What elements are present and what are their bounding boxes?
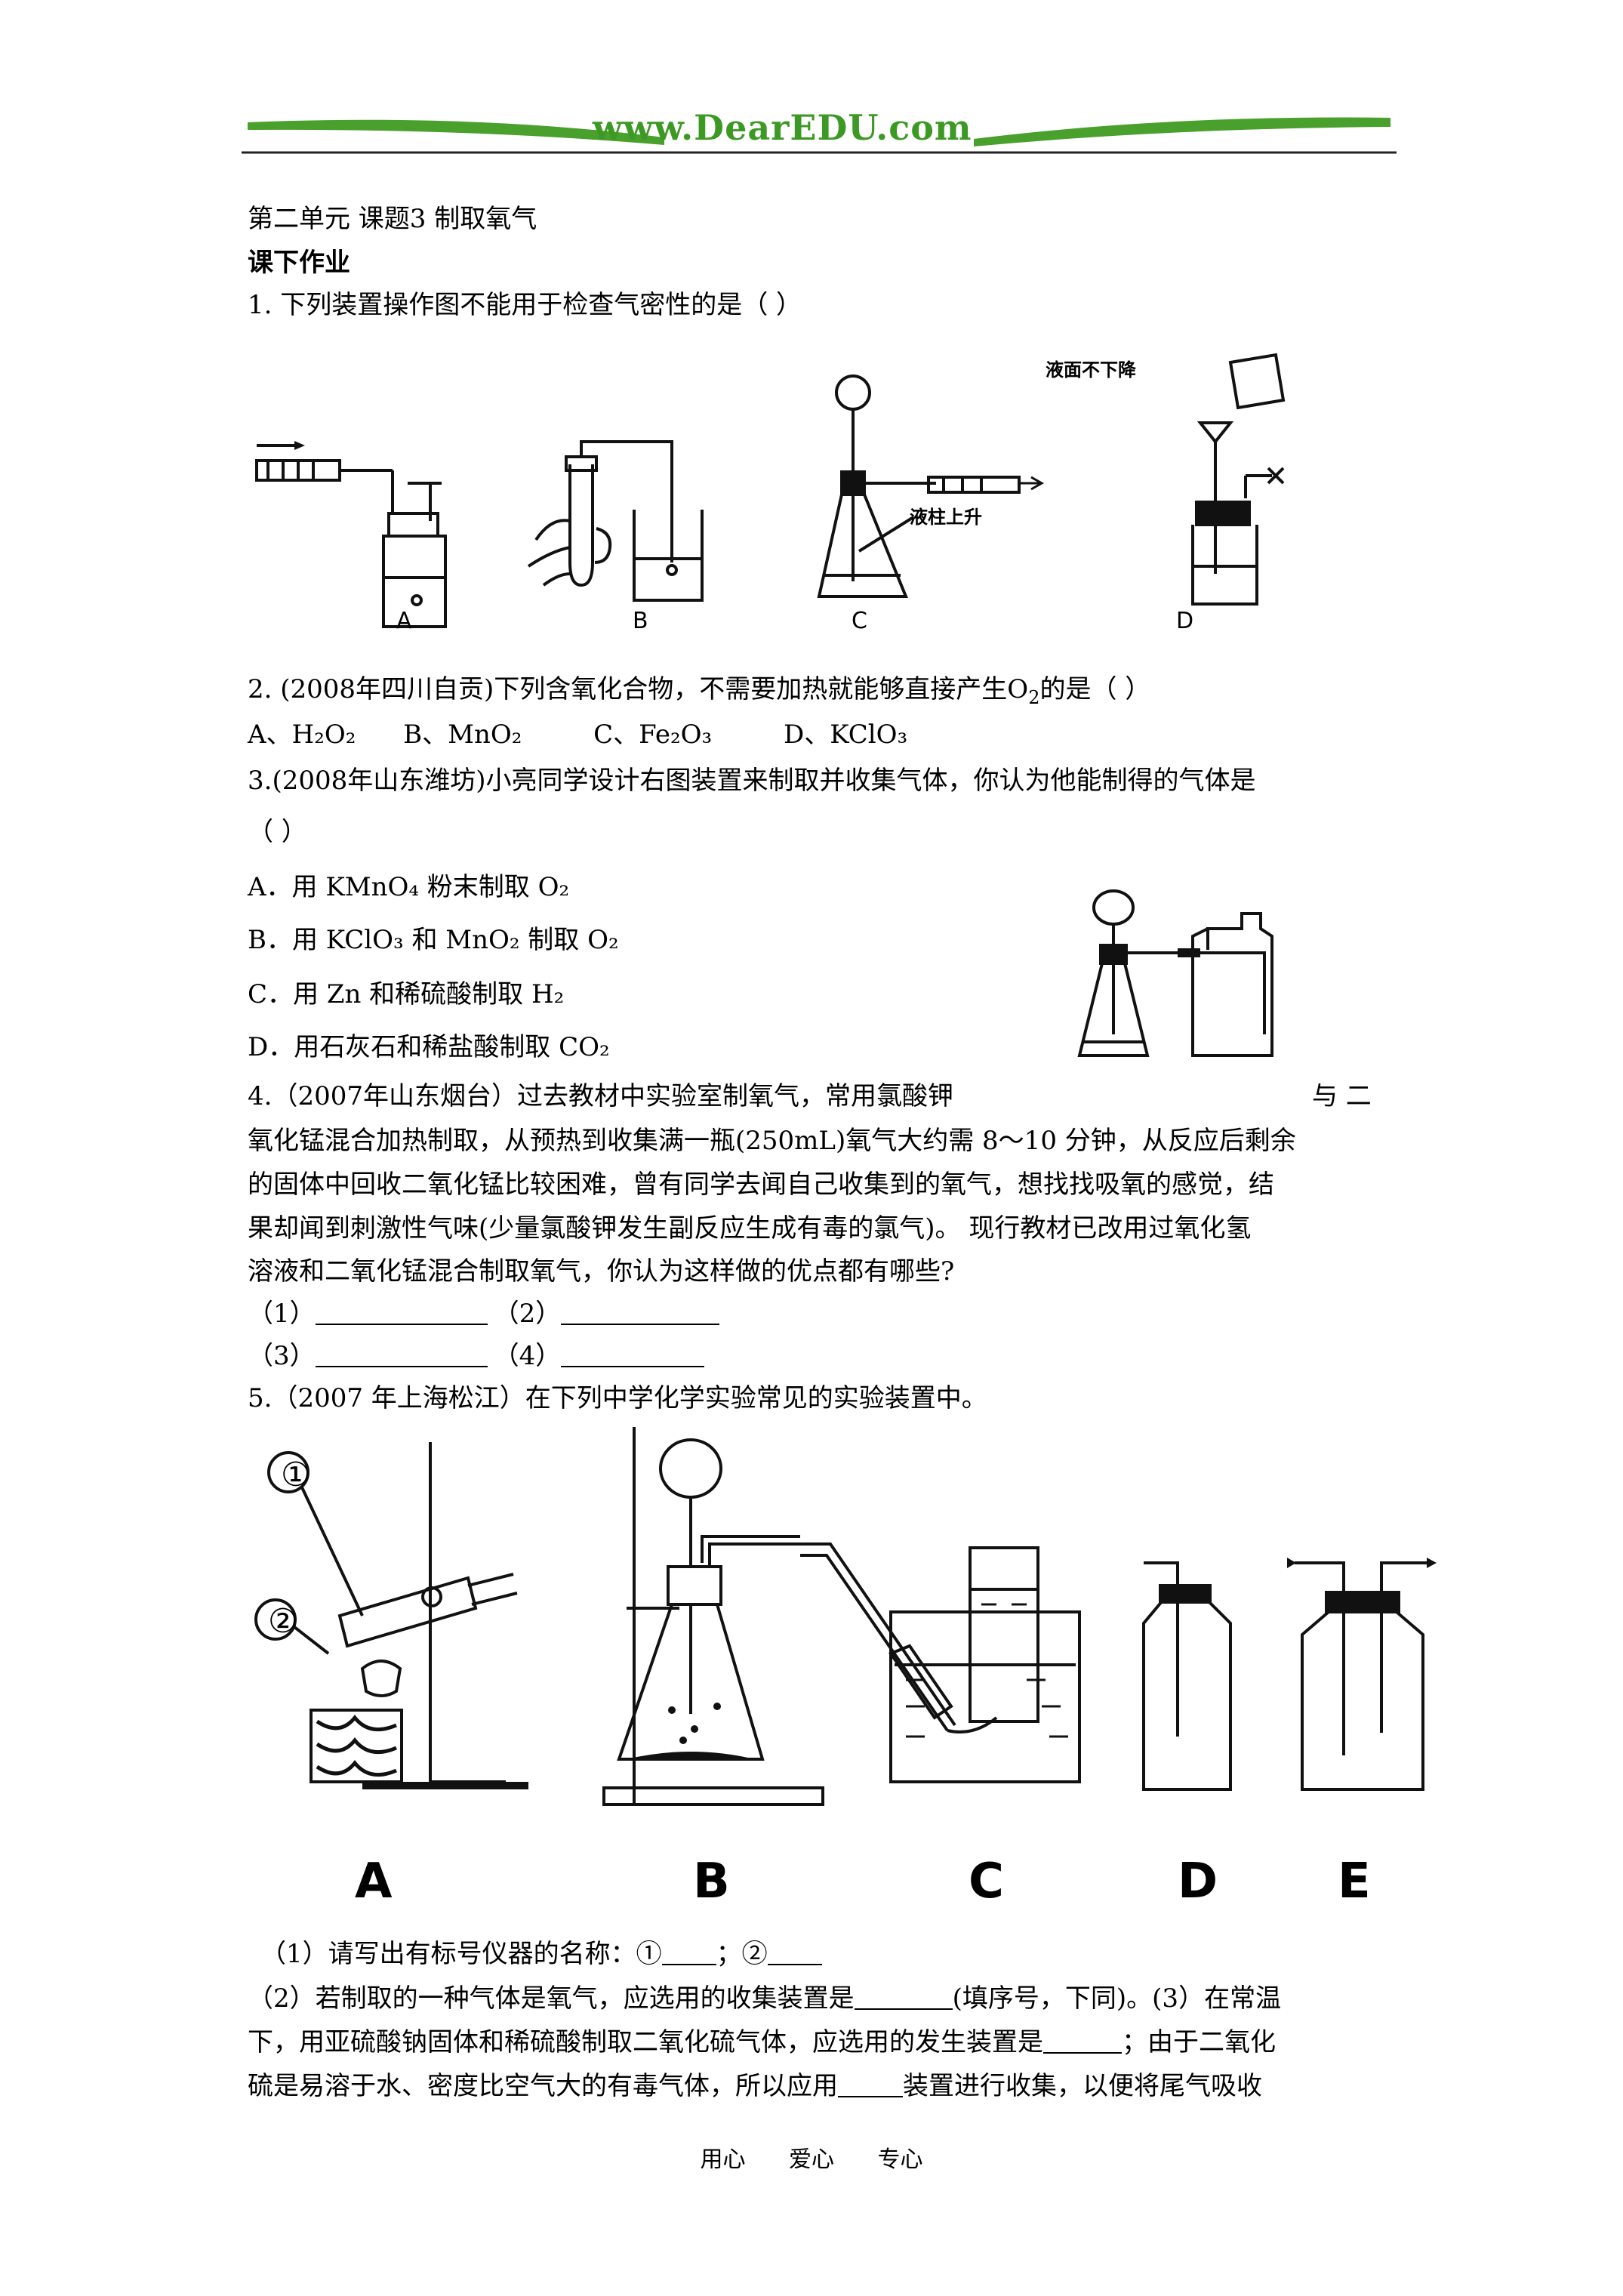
q2-option-a: A、H₂O₂ <box>248 720 356 750</box>
q3-option-d: D．用石灰石和稀盐酸制取 CO₂ <box>248 1032 610 1062</box>
q5-label-a: A <box>355 1854 393 1909</box>
q5-sub4: 硫是易溶于水、密度比空气大的有毒气体，所以应用装置进行收集，以便将尾气吸收 <box>248 2071 1262 2101</box>
q4-line4: 果却闻到刺激性气味(少量氯酸钾发生副反应生成有毒的氯气)。 现行教材已改用过氧化… <box>248 1213 1252 1244</box>
q2-options: A、H₂O₂ B、MnO₂ C、Fe₂O₃ D、KClO₃ <box>248 720 947 750</box>
q5-apparatus-a <box>254 1442 528 1789</box>
q5-blank-1[interactable] <box>661 1941 716 1965</box>
q2-option-d: D、KClO₃ <box>784 720 908 750</box>
q5-sub1: （1）请写出有标号仪器的名称：①；② <box>260 1939 822 1969</box>
q3-option-a: A．用 KMnO₄ 粉末制取 O₂ <box>248 872 570 902</box>
header-banner <box>242 117 1397 154</box>
q4-blank-row-2: （3）（4） <box>248 1341 705 1371</box>
q5-sub2: （2）若制取的一种气体是氧气，应选用的收集装置是(填序号，下同)。(3）在常温 <box>248 1983 1282 2014</box>
q5-blank-5[interactable] <box>838 2073 903 2097</box>
q5-apparatus-b <box>602 1427 824 1806</box>
q5-blank-2[interactable] <box>767 1941 822 1965</box>
q5-label-b: B <box>693 1854 730 1909</box>
q3-figure <box>1077 889 1273 1057</box>
q1-figure-d-label: D <box>1176 608 1194 634</box>
q5-label-c: C <box>969 1854 1004 1909</box>
q1-figure-c-annotation: 液柱上升 <box>910 507 982 528</box>
section-title: 课下作业 <box>248 248 350 278</box>
q1-figure-c-label: C <box>852 608 867 634</box>
q4-line3: 的固体中回收二氧化锰比较困难，曾有同学去闻自己收集到的氧气，想找找吸氧的感觉，结 <box>248 1170 1274 1200</box>
unit-title: 第二单元 课题3 制取氧气 <box>248 204 537 234</box>
q5-blank-3[interactable] <box>854 1986 953 2010</box>
q1-figure-c <box>817 374 1045 598</box>
q5-apparatus-c <box>800 1542 1081 1783</box>
q4-blank-row-1: （1）（2） <box>248 1299 720 1329</box>
q1-figure-b <box>527 440 704 602</box>
q2-option-b: B、MnO₂ <box>403 720 522 750</box>
q3-option-b: B．用 KClO₃ 和 MnO₂ 制取 O₂ <box>248 925 619 955</box>
q5-blank-4[interactable] <box>1043 2029 1122 2054</box>
site-logo: www.DearEDU.com <box>593 107 972 148</box>
q1-figure-a-label: A <box>396 608 412 634</box>
q3-option-c: C．用 Zn 和稀硫酸制取 H₂ <box>248 979 565 1009</box>
q5-label-e: E <box>1338 1854 1371 1909</box>
q5-sub3: 下，用亚硫酸钠固体和稀硫酸制取二氧化硫气体，应选用的发生装置是；由于二氧化 <box>248 2027 1276 2057</box>
q5-text: 5.（2007 年上海松江）在下列中学化学实验常见的实验装置中。 <box>248 1383 987 1413</box>
q1-figure-d-annotation: 液面不下降 <box>1046 359 1136 381</box>
q5-marker-1: ① <box>281 1456 311 1494</box>
q4-blank-1[interactable] <box>315 1301 488 1325</box>
q5-apparatus-e <box>1287 1558 1437 1791</box>
q3-paren: （ ） <box>248 817 307 847</box>
q1-figure-b-label: B <box>633 608 648 634</box>
q2-text: 2. (2008年四川自贡)下列含氧化合物，不需要加热就能够直接产生O2的是（ … <box>248 674 1151 708</box>
q4-line5: 溶液和二氧化锰混合制取氧气，你认为这样做的优点都有哪些? <box>248 1256 955 1287</box>
q4-line1-right: 与 二 <box>1312 1081 1372 1111</box>
q1-text: 1. 下列装置操作图不能用于检查气密性的是（ ） <box>248 290 802 320</box>
q4-line1-left: 4.（2007年山东烟台）过去教材中实验室制氧气，常用氯酸钾 <box>248 1081 953 1111</box>
q4-blank-3[interactable] <box>315 1343 488 1367</box>
q5-apparatus-d <box>1142 1561 1232 1791</box>
q1-figure-a <box>255 441 447 628</box>
q2-option-c: C、Fe₂O₃ <box>593 720 713 750</box>
q5-marker-2: ② <box>268 1602 298 1641</box>
q1-figure-d <box>1191 353 1286 606</box>
q3-text: 3.(2008年山东潍坊)小亮同学设计右图装置来制取并收集气体，你认为他能制得的… <box>248 766 1256 796</box>
page-footer: 用心 爱心 专心 <box>700 2147 923 2173</box>
q5-label-d: D <box>1178 1854 1218 1909</box>
q4-blank-2[interactable] <box>561 1301 720 1325</box>
q4-line2: 氧化锰混合加热制取，从预热到收集满一瓶(250mL)氧气大约需 8～10 分钟，… <box>248 1126 1296 1156</box>
q4-blank-4[interactable] <box>561 1343 705 1367</box>
